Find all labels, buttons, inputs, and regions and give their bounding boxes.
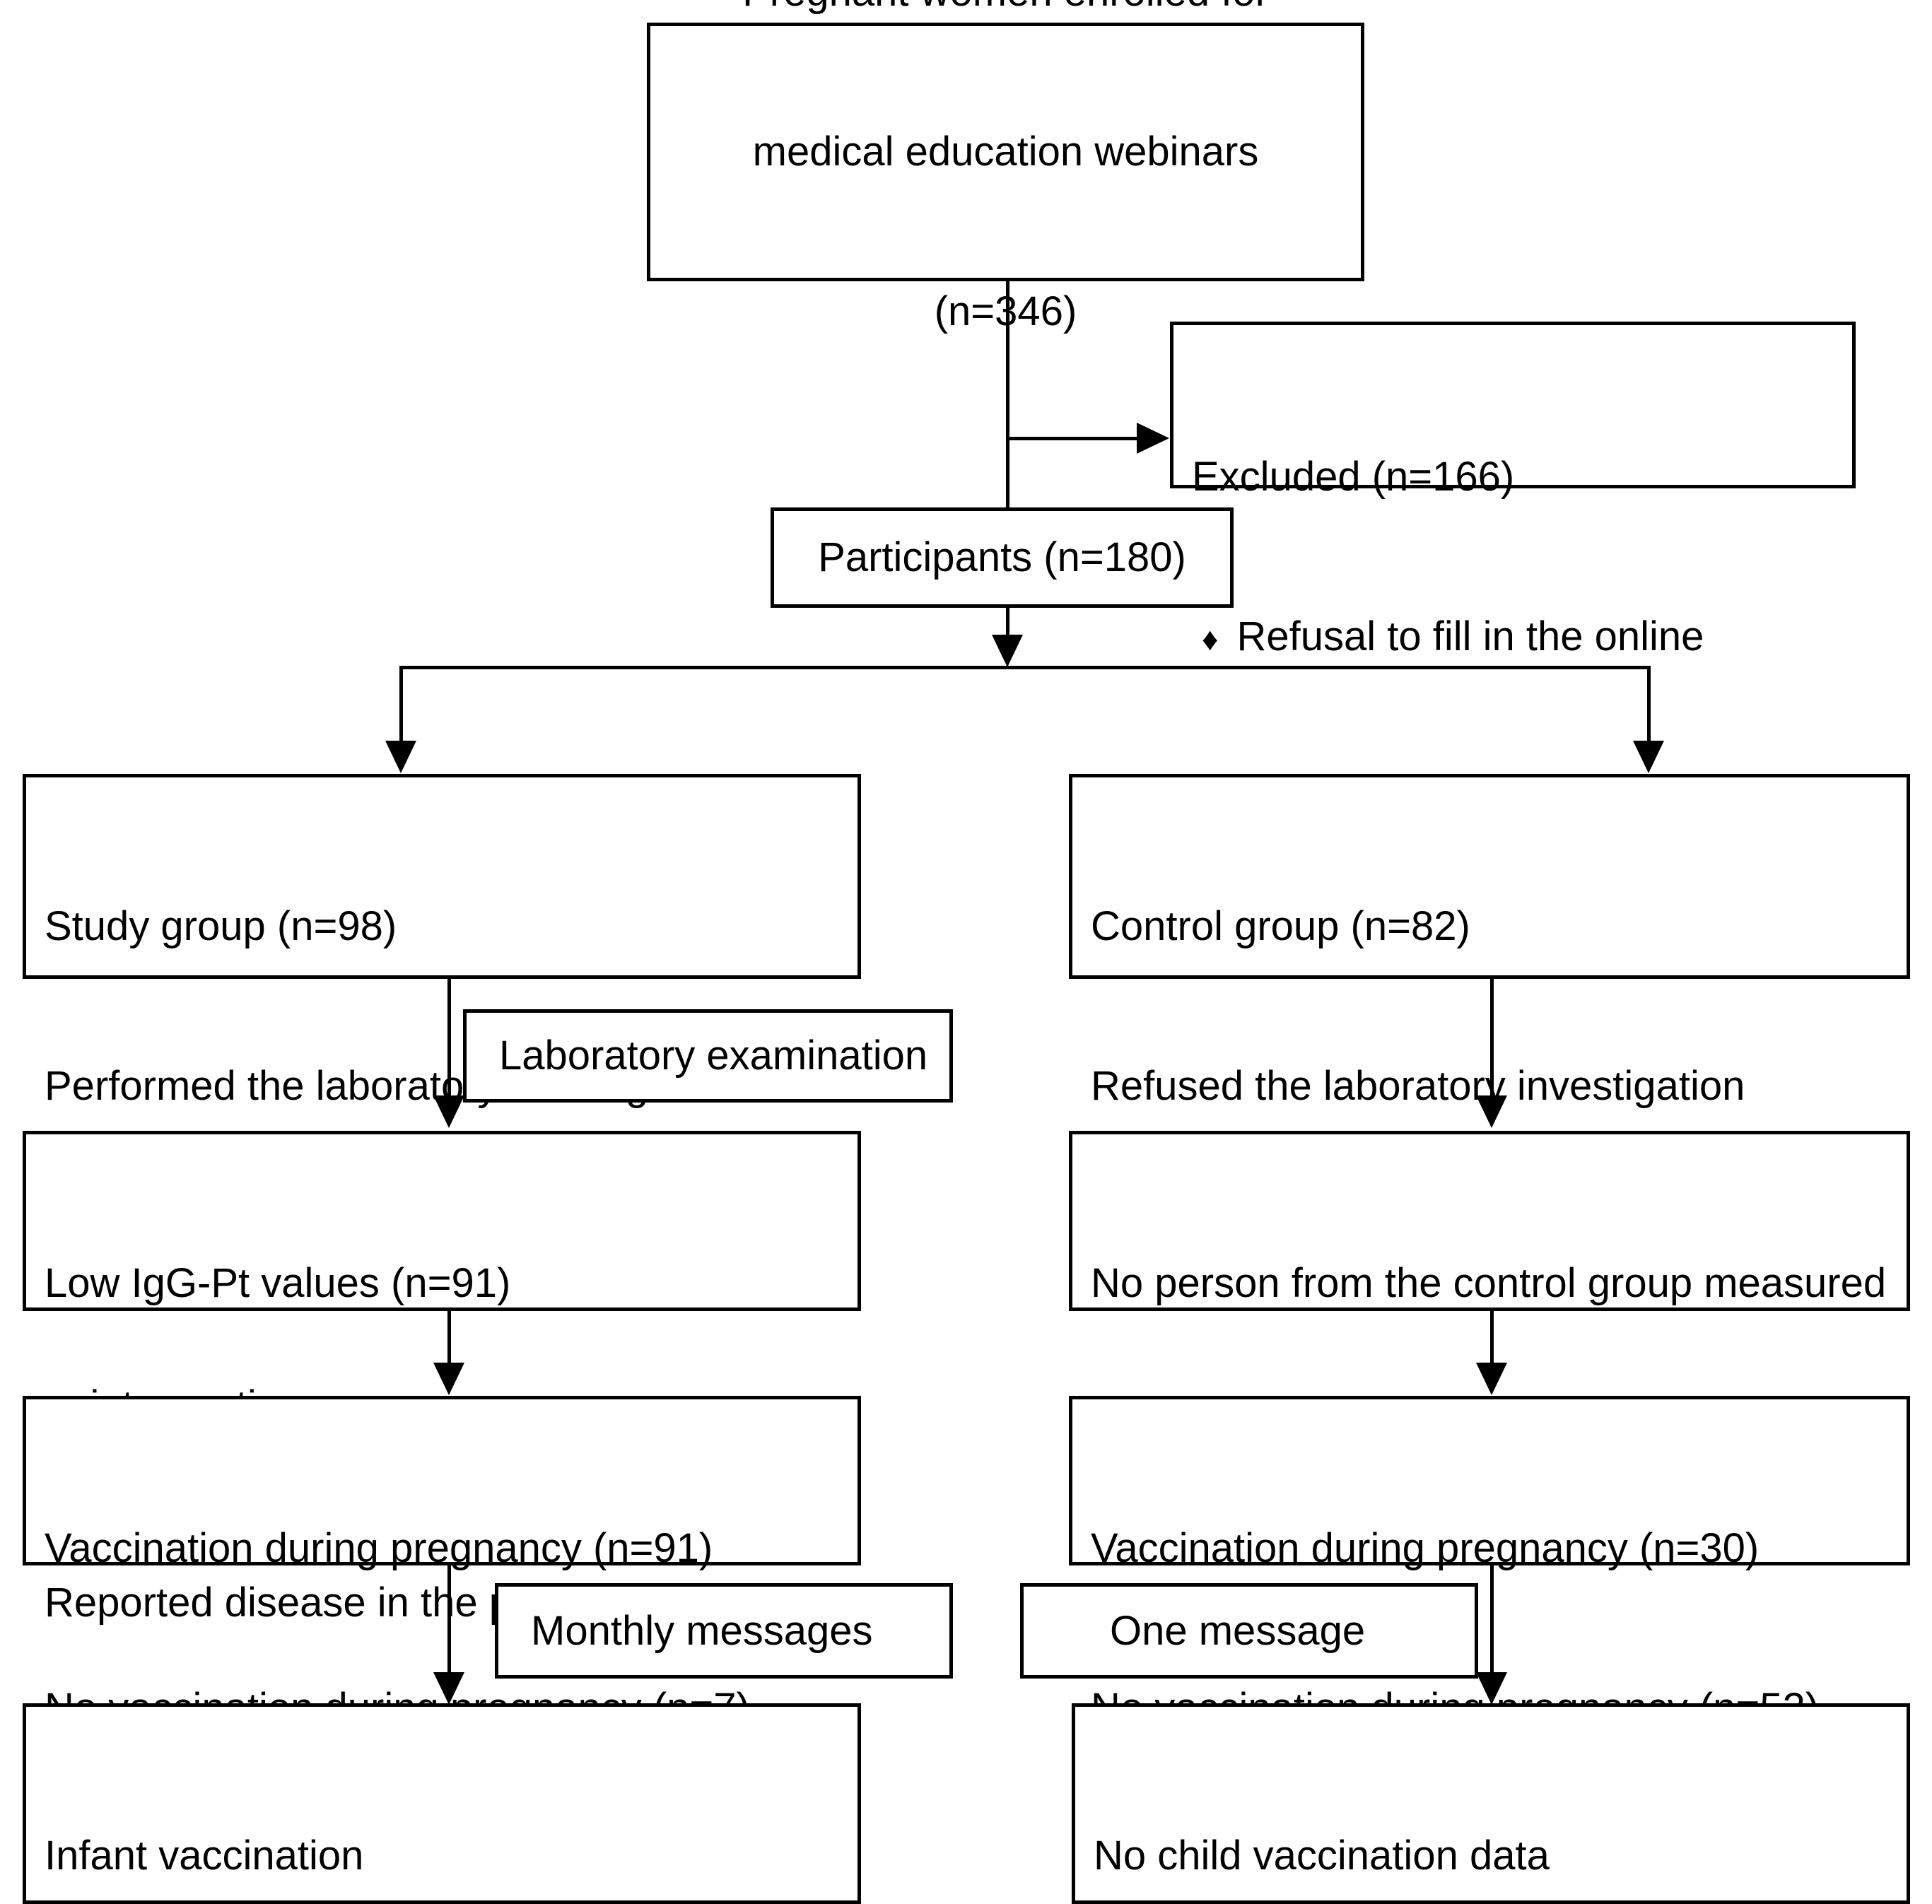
node-enrolled: Pregnant women enrolled for medical educ… <box>647 0 1364 334</box>
arrowhead-to-infant-vaccination <box>433 1672 464 1705</box>
connector-split-right <box>1647 666 1651 744</box>
diamond-bullet-icon: ♦ <box>1202 620 1219 657</box>
node-excluded-bullet-text: Refusal to fill in the online <box>1236 613 1704 659</box>
laboratory-examination-label-text: Laboratory examination <box>499 1033 928 1079</box>
arrowhead-to-split <box>992 635 1023 667</box>
connector-study-group-to-lab-results <box>447 979 451 1099</box>
node-laboratory-examination-label: Laboratory examination <box>463 1009 953 1103</box>
node-study-lab-results-line-1: Low IgG-Pt values (n=91) <box>45 1259 511 1306</box>
node-infant-vaccination: Infant vaccination Yes (n=79) No (n=19) <box>23 1703 861 1904</box>
arrowhead-to-control-lab-results <box>1476 1095 1507 1128</box>
arrowhead-to-control-vaccination <box>1476 1363 1507 1395</box>
node-excluded-heading: Excluded (n=166) <box>1192 453 1515 500</box>
node-study-lab-results: Low IgG-Pt values (n=91) Reported diseas… <box>23 1131 861 1626</box>
connector-participants-to-excluded <box>1006 437 1139 440</box>
node-control-lab-results: No person from the control group measure… <box>1069 1131 1910 1466</box>
arrowhead-to-no-child-data <box>1476 1672 1507 1705</box>
arrowhead-to-control-group <box>1633 741 1664 773</box>
node-participants-label: Participants (n=180) <box>818 534 1186 581</box>
arrowhead-to-excluded <box>1137 423 1169 454</box>
arrowhead-to-study-vaccination <box>433 1363 464 1395</box>
node-control-vaccination-line-1: Vaccination during pregnancy (n=30) <box>1091 1524 1760 1571</box>
node-enrolled-line-1: Pregnant women enrolled for <box>665 0 1347 19</box>
node-enrolled-line-2: medical education webinars <box>752 129 1259 175</box>
node-infant-vaccination-line-1: Infant vaccination <box>45 1832 364 1879</box>
node-one-message-label: One message <box>1020 1583 1478 1679</box>
connector-split-bar <box>399 666 1651 669</box>
node-control-lab-results-line-1: No person from the control group measure… <box>1091 1259 1887 1306</box>
node-study-group: Study group (n=98) Performed the laborat… <box>23 774 861 1428</box>
node-control-group: Control group (n=82) Refused the laborat… <box>1069 774 1910 1269</box>
node-study-vaccination-line-1: Vaccination during pregnancy (n=91) <box>45 1524 713 1571</box>
connector-study-vaccination-to-infant <box>447 1565 451 1675</box>
connector-control-lab-to-vaccination <box>1490 1311 1494 1366</box>
node-monthly-messages-label: Monthly messages <box>495 1583 953 1679</box>
node-control-group-line-2: Refused the laboratory investigation <box>1091 1062 1745 1109</box>
monthly-messages-label-text: Monthly messages <box>531 1607 873 1654</box>
one-message-label-text: One message <box>1110 1607 1366 1654</box>
node-study-group-line-1: Study group (n=98) <box>45 903 397 949</box>
node-control-group-line-1: Control group (n=82) <box>1091 903 1470 949</box>
connector-control-group-to-lab-results <box>1490 979 1494 1099</box>
connector-study-lab-to-vaccination <box>447 1311 451 1366</box>
arrowhead-to-study-group <box>385 741 416 773</box>
connector-split-left <box>399 666 403 744</box>
node-excluded-bullet-row: ♦ Refusal to fill in the online <box>1192 610 1834 663</box>
node-study-vaccination: Vaccination during pregnancy (n=91) No v… <box>23 1396 861 1731</box>
arrowhead-to-study-lab-results <box>433 1095 464 1128</box>
node-control-vaccination: Vaccination during pregnancy (n=30) No v… <box>1069 1396 1910 1731</box>
connector-participants-down <box>1006 608 1009 635</box>
node-excluded: Excluded (n=166) ♦ Refusal to fill in th… <box>1170 322 1856 659</box>
node-no-child-vaccination-data-line-1: No child vaccination data <box>1094 1832 1550 1879</box>
connector-control-vaccination-to-no-data <box>1490 1565 1494 1675</box>
node-participants: Participants (n=180) <box>771 507 1234 608</box>
node-enrolled-line-3: (n=346) <box>934 288 1077 335</box>
node-no-child-vaccination-data: No child vaccination data <box>1072 1703 1910 1904</box>
connector-enrolled-to-participants <box>1006 281 1009 507</box>
